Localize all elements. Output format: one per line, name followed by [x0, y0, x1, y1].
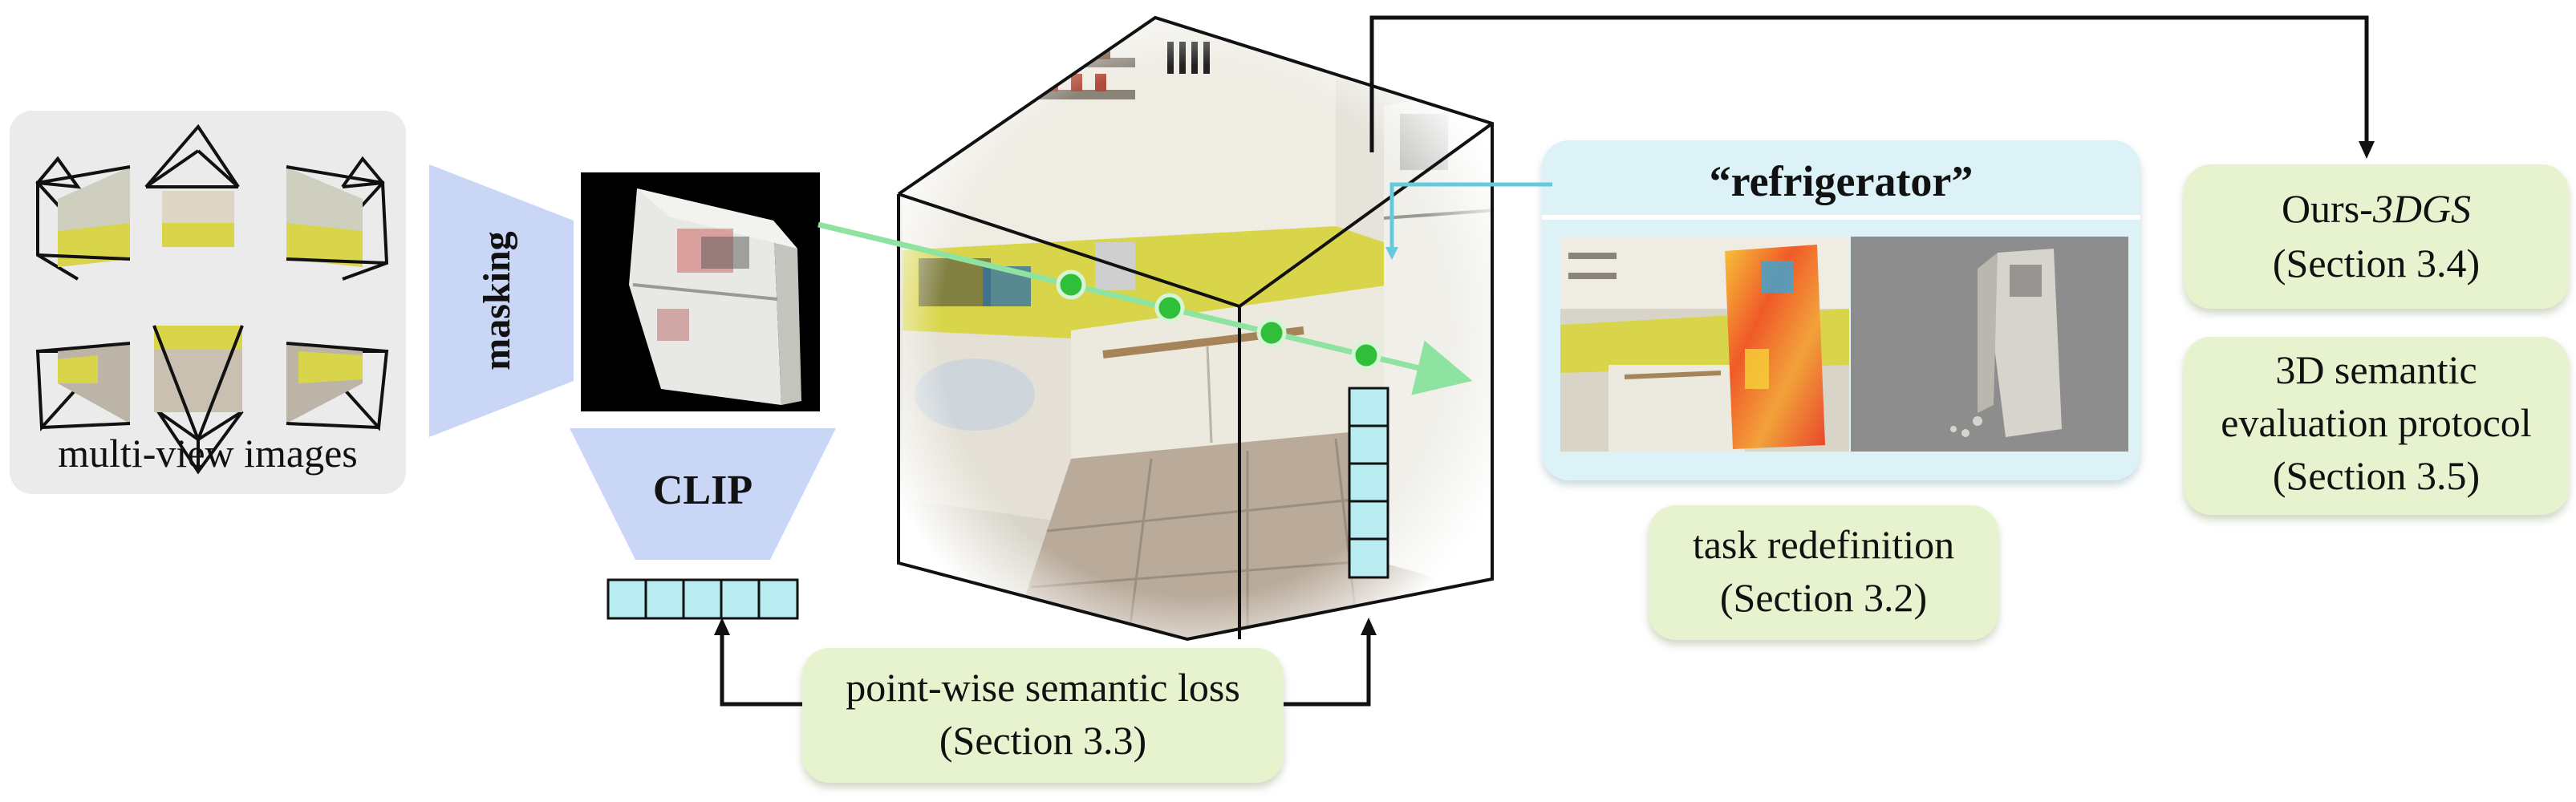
multi-view-label: multi-view images [58, 431, 358, 476]
eval-line2: evaluation protocol [2221, 400, 2532, 445]
ours-section: (Section 3.4) [2272, 241, 2481, 286]
loss-line1: point-wise semantic loss [846, 665, 1240, 710]
camera-frustum-icon [35, 124, 389, 475]
clip-trapezoid [570, 428, 836, 560]
masking-label: masking [476, 231, 518, 371]
clip-label: CLIP [652, 468, 753, 513]
query-divider [1542, 215, 2140, 220]
task-redefinition-box: task redefinition (Section 3.2) [1649, 505, 1998, 640]
eval-line3: (Section 3.5) [2272, 453, 2481, 498]
ours-method: 3DGS [2372, 186, 2472, 231]
ours-prefix: Ours- [2281, 186, 2373, 231]
point-feature-vector [1348, 387, 1389, 579]
query-connector [1385, 182, 1552, 260]
feature-vector-icon [606, 578, 799, 620]
eval-line1: 3D semantic [2275, 347, 2477, 392]
evaluation-protocol-box: 3D semantic evaluation protocol (Section… [2184, 337, 2569, 515]
sampling-ray [817, 221, 1473, 395]
arrow-icon [1369, 15, 2375, 159]
query-label: “refrigerator” [1709, 157, 1974, 205]
masking-trapezoid [429, 164, 574, 437]
task-line2: (Section 3.2) [1719, 575, 1928, 620]
semantic-loss-box: point-wise semantic loss (Section 3.3) [802, 648, 1284, 783]
task-line1: task redefinition [1692, 522, 1955, 567]
refrigerator-photo-icon [581, 172, 820, 411]
heatmap-icon [1560, 237, 2128, 452]
kitchen-scene-icon [886, 10, 1504, 651]
loss-line2: (Section 3.3) [939, 718, 1147, 763]
ours-3dgs-box: Ours-3DGS (Section 3.4) [2184, 164, 2569, 309]
loss-arrows [714, 618, 1377, 707]
